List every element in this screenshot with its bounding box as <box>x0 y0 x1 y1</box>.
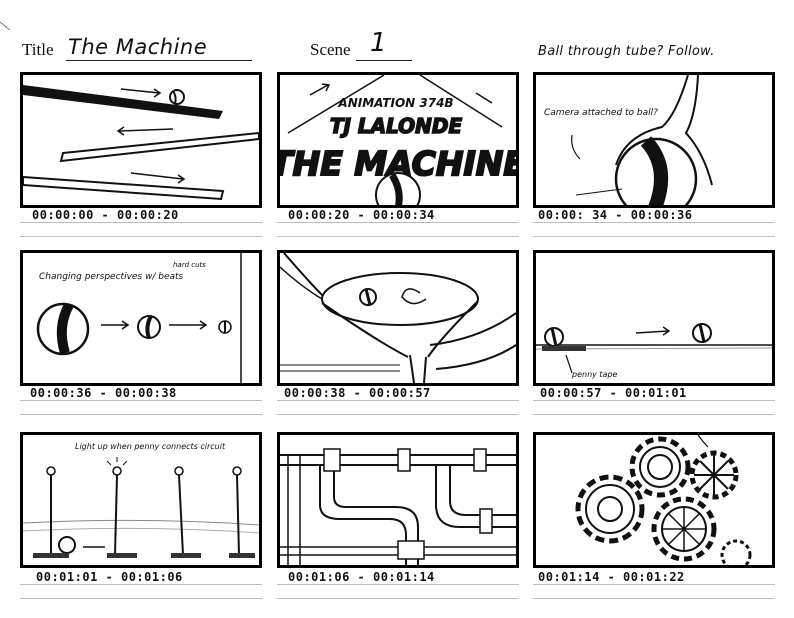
rule-7b <box>20 598 262 599</box>
ramps-sketch <box>23 85 259 201</box>
timecode-3: 00:00: 34 - 00:00:36 <box>538 208 693 222</box>
rule-6a <box>533 400 775 401</box>
scene-label: Scene <box>310 40 351 59</box>
page-corner-fold <box>0 21 11 30</box>
title-card-sketch: ANIMATION 374B TJ LALONDE THE MACHINE <box>280 75 516 205</box>
rule-7a <box>20 584 262 585</box>
gears-sketch <box>575 435 752 565</box>
card-title: THE MACHINE <box>280 144 516 183</box>
storyboard-panel-4: Changing perspectives w/ beats hard cuts <box>20 250 262 386</box>
rule-6b <box>533 414 775 415</box>
rule-5b <box>277 414 519 415</box>
rule-3a <box>533 222 775 223</box>
panel-4-note: Changing perspectives w/ beats <box>39 272 184 282</box>
ball-tube-sketch: Camera attached to ball? <box>544 75 713 205</box>
rule-8b <box>277 598 519 599</box>
scene-note: Ball through tube? Follow. <box>538 44 715 59</box>
card-author: TJ LALONDE <box>330 114 463 138</box>
scene-underline <box>356 60 412 61</box>
scene-value: 1 <box>370 28 388 58</box>
storyboard-panel-6: penny tape <box>533 250 775 386</box>
storyboard-panel-1 <box>20 72 262 208</box>
storyboard-panel-5 <box>277 250 519 386</box>
title-value: The Machine <box>68 35 208 59</box>
rule-3b <box>533 236 775 237</box>
timecode-4: 00:00:36 - 00:00:38 <box>30 386 177 400</box>
rule-4b <box>20 414 262 415</box>
rule-8a <box>277 584 519 585</box>
rule-2b <box>277 236 519 237</box>
perspective-sketch: Changing perspectives w/ beats hard cuts <box>36 253 242 383</box>
timecode-9: 00:01:14 - 00:01:22 <box>538 570 685 584</box>
rule-4a <box>20 400 262 401</box>
rule-1a <box>20 222 262 223</box>
timecode-1: 00:00:00 - 00:00:20 <box>32 208 179 222</box>
storyboard-panel-3: Camera attached to ball? <box>533 72 775 208</box>
storyboard-panel-9 <box>533 432 775 568</box>
timecode-6: 00:00:57 - 00:01:01 <box>540 386 687 400</box>
rule-9a <box>533 584 775 585</box>
storyboard-panel-2: ANIMATION 374B TJ LALONDE THE MACHINE <box>277 72 519 208</box>
funnel-sketch <box>280 253 516 383</box>
pipes-sketch <box>280 448 516 565</box>
panel-6-note: penny tape <box>571 370 618 379</box>
title-label: Title <box>22 40 54 59</box>
penny-tape-sketch: penny tape <box>536 323 772 379</box>
panel-4-note-small: hard cuts <box>173 261 206 269</box>
title-underline <box>66 60 252 61</box>
storyboard-panel-7: Light up when penny connects circuit <box>20 432 262 568</box>
rule-5a <box>277 400 519 401</box>
timecode-8: 00:01:06 - 00:01:14 <box>288 570 435 584</box>
rule-2a <box>277 222 519 223</box>
timecode-2: 00:00:20 - 00:00:34 <box>288 208 435 222</box>
rule-9b <box>533 598 775 599</box>
panel-7-note: Light up when penny connects circuit <box>75 442 226 451</box>
timecode-7: 00:01:01 - 00:01:06 <box>36 570 183 584</box>
card-course: ANIMATION 374B <box>337 96 453 110</box>
panel-3-note: Camera attached to ball? <box>544 108 658 118</box>
rule-1b <box>20 236 262 237</box>
timecode-5: 00:00:38 - 00:00:57 <box>284 386 431 400</box>
storyboard-panel-8 <box>277 432 519 568</box>
light-circuit-sketch: Light up when penny connects circuit <box>23 442 259 558</box>
